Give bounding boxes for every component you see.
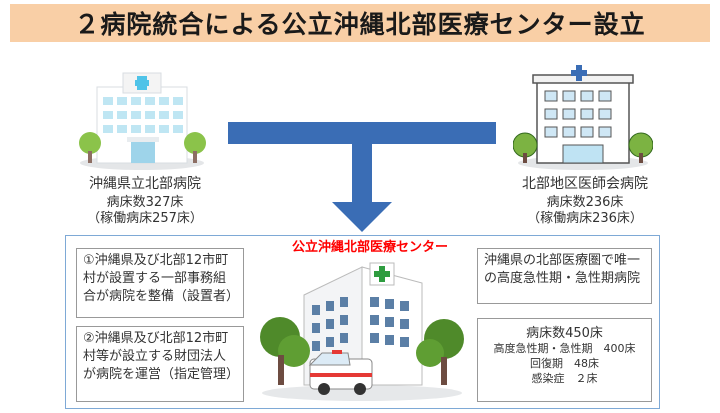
left-hospital-label: 沖縄県立北部病院 病床数327床 （稼働病床257床） xyxy=(60,176,230,227)
center-hospital-illustration xyxy=(260,262,464,401)
left-hospital-illustration xyxy=(79,72,206,170)
title-banner: ２病院統合による公立沖縄北部医療センター設立 xyxy=(10,4,710,42)
bed-line-acute: 高度急性期・急性期 400床 xyxy=(493,342,636,355)
merge-arrow xyxy=(228,122,496,232)
left-hospital-beds: 病床数327床 xyxy=(106,195,184,210)
note-establishment: ①沖縄県及び北部12市町村が設置する一部事務組合が病院を整備（設置者） xyxy=(76,248,244,318)
bed-line-recovery: 回復期 48床 xyxy=(530,357,599,370)
right-hospital-label: 北部地区医師会病院 病床数236床 （稼働病床236床） xyxy=(500,176,670,227)
left-hospital-active-beds: （稼働病床257床） xyxy=(87,211,203,226)
note-operation: ②沖縄県及び北部12市町村等が設立する財団法人が病院を運営（指定管理） xyxy=(76,326,244,402)
left-hospital-name: 沖縄県立北部病院 xyxy=(89,176,201,192)
right-hospital-illustration xyxy=(513,65,653,170)
bed-summary-title: 病床数450床 xyxy=(526,326,603,341)
bed-summary-box: 病床数450床 高度急性期・急性期 400床 回復期 48床 感染症 ２床 xyxy=(477,318,652,402)
center-title: 公立沖縄北部医療センター xyxy=(291,240,448,255)
right-hospital-active-beds: （稼働病床236床） xyxy=(527,211,643,226)
bed-line-infection: 感染症 ２床 xyxy=(531,372,598,385)
right-hospital-name: 北部地区医師会病院 xyxy=(522,176,648,192)
note-role: 沖縄県の北部医療圏で唯一の高度急性期・急性期病院 xyxy=(477,248,652,304)
page-title: ２病院統合による公立沖縄北部医療センター設立 xyxy=(74,10,646,39)
right-hospital-beds: 病床数236床 xyxy=(546,195,624,210)
